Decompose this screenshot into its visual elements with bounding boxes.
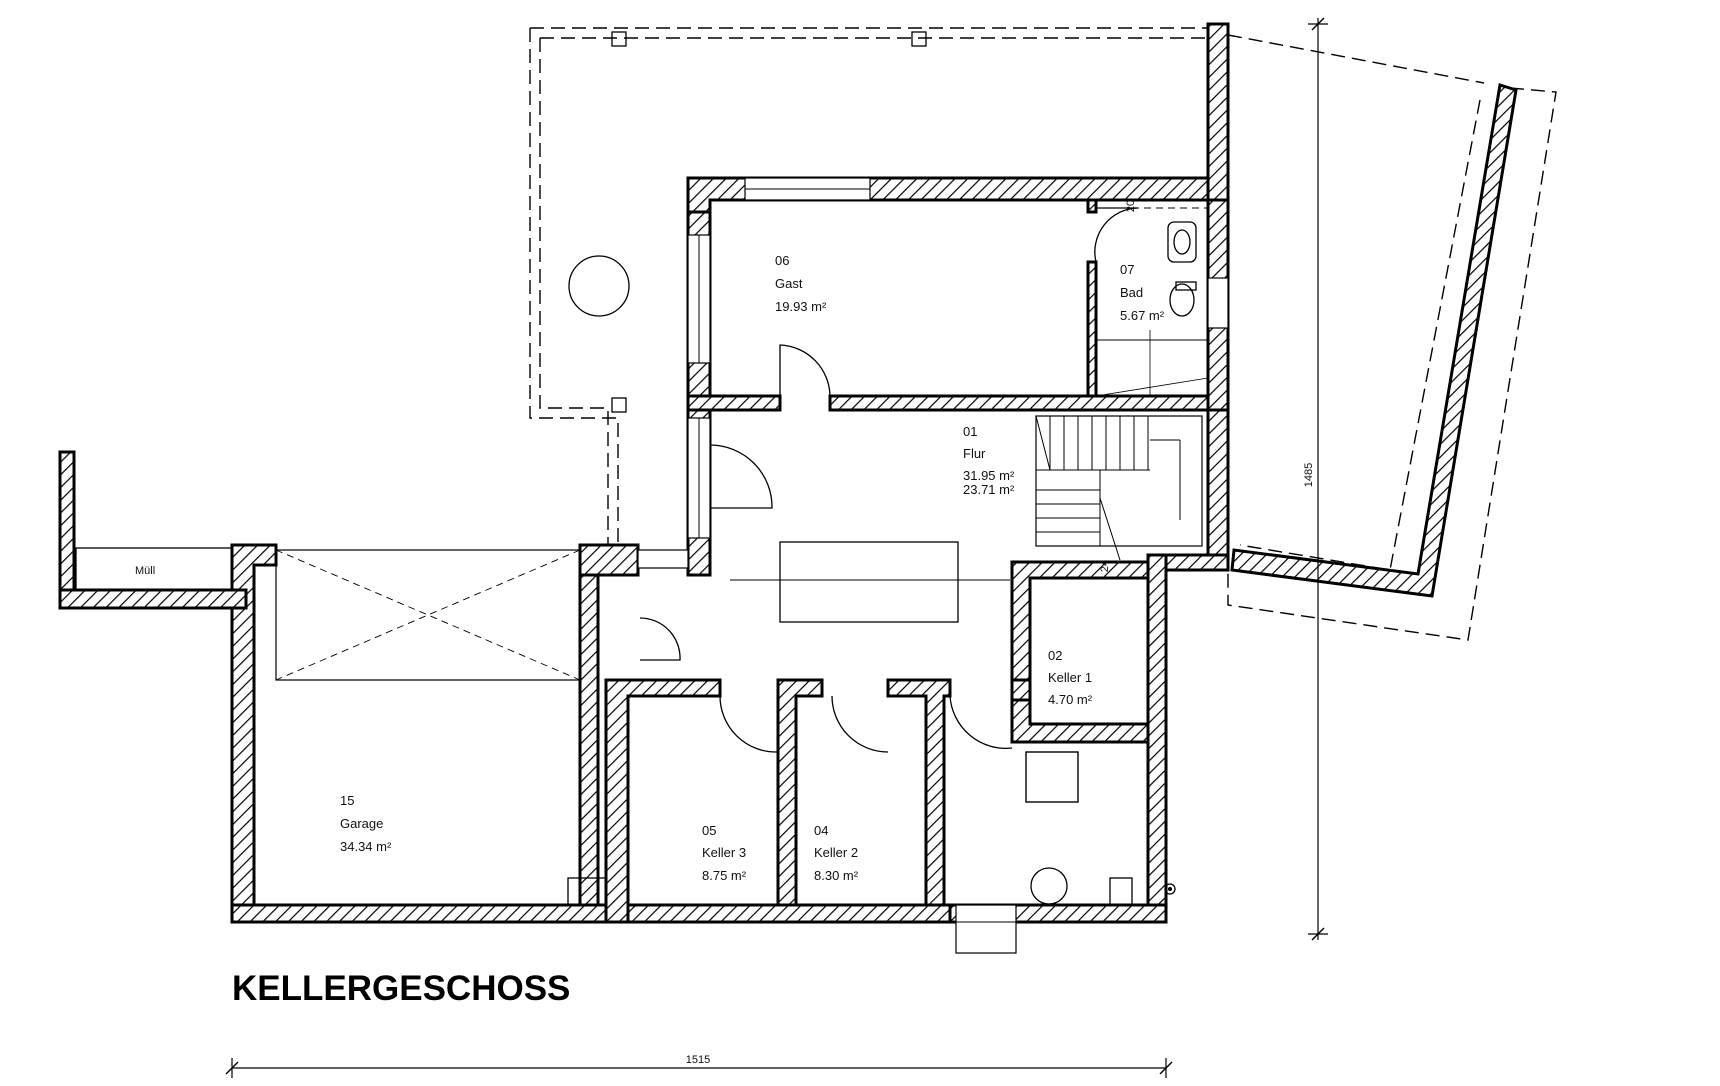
keller1-name: Keller 1 [1048,670,1092,685]
dimension-lines [225,17,1328,1078]
room-label-flur: 01 Flur 31.95 m² 23.71 m² [963,424,1015,497]
flur-name: Flur [963,446,986,461]
keller2-number: 04 [814,823,828,838]
keller3-area: 8.75 m² [702,868,747,883]
flur-bench [730,541,1010,623]
height-dimension-label: 1485 [1303,463,1315,487]
meter-bullseye-symbol [1164,883,1176,895]
boiler-circle-symbol [1030,867,1068,905]
gast-area: 19.93 m² [775,299,827,314]
room-label-gast: 06 Gast 19.93 m² [775,253,827,314]
width-dimension-label: 1515 [686,1054,710,1066]
room-label-keller3: 05 Keller 3 8.75 m² [702,823,747,883]
floor-title: KELLERGESCHOSS [232,969,570,1008]
room-label-garage: 15 Garage 34.34 m² [340,793,392,854]
garage-name: Garage [340,816,383,831]
garage-area: 34.34 m² [340,839,392,854]
bad-area: 5.67 m² [1120,308,1165,323]
garage-door [275,549,607,906]
muell-label: Müll [135,565,155,577]
tech-room-fixtures [1025,751,1176,906]
flur-number: 01 [963,424,977,439]
keller1-area: 4.70 m² [1048,692,1093,707]
bath-fixtures [1095,207,1209,397]
keller3-name: Keller 3 [702,845,746,860]
slanted-terrace [1227,34,1557,641]
exterior-walls [58,22,1230,924]
keller1-number: 02 [1048,648,1062,663]
bad-number: 07 [1120,262,1134,277]
gast-number: 06 [775,253,789,268]
flur-area-secondary: 23.71 m² [963,482,1015,497]
garage-number: 15 [340,793,354,808]
keller2-area: 8.30 m² [814,868,859,883]
keller2-name: Keller 2 [814,845,858,860]
room-label-bad: 07 Bad 5.67 m² [1120,262,1165,323]
flur-area: 31.95 m² [963,468,1015,483]
keller3-number: 05 [702,823,716,838]
bath-gap-dimension-label: 20 [1125,200,1137,212]
stair-dimension-label: 24 [1099,560,1111,572]
windows [637,177,1229,954]
room-label-keller1: 02 Keller 1 4.70 m² [1048,648,1093,707]
room-label-keller2: 04 Keller 2 8.30 m² [814,823,859,883]
bad-name: Bad [1120,285,1143,300]
gast-name: Gast [775,276,803,291]
staircase [1035,415,1203,561]
terrace-circle-symbol [568,255,630,317]
